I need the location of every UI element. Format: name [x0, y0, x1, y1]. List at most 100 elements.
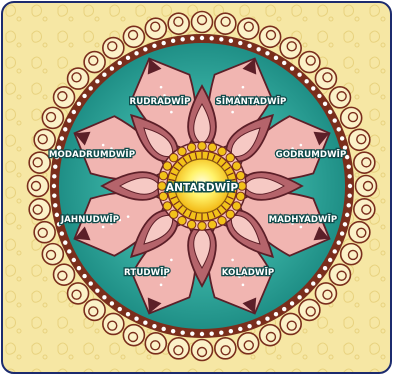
label-antardwip: ANTARDWĪP: [166, 181, 238, 194]
pearl-dot: [89, 281, 93, 285]
pearl-dot: [72, 110, 76, 114]
pearl-dot: [311, 86, 315, 90]
pearl-dot: [200, 36, 204, 40]
petal-dot: [242, 284, 245, 287]
pearl-dot: [219, 331, 223, 335]
pearl-dot: [171, 329, 175, 333]
pearl-dot: [171, 39, 175, 43]
center-bead: [178, 147, 186, 155]
lace-scallop: [145, 18, 166, 39]
lace-scallop: [168, 338, 189, 359]
pearl-dot: [304, 288, 308, 292]
pearl-dot: [333, 118, 337, 122]
lace-scallop: [260, 26, 281, 47]
lace-scallop: [299, 52, 320, 73]
pearl-dot: [343, 222, 347, 226]
label-madhyadwip: MADHYADWĪP: [269, 214, 338, 225]
center-bead: [178, 216, 186, 224]
lace-scallop: [215, 338, 236, 359]
petal-dot: [242, 86, 245, 89]
pearl-dot: [161, 327, 165, 331]
lace-scallop: [54, 264, 75, 285]
petal-dot: [300, 226, 303, 229]
pearl-dot: [274, 56, 278, 60]
center-bead: [187, 220, 195, 228]
petal-dot: [231, 259, 234, 262]
pearl-dot: [63, 240, 67, 244]
petal-dot: [300, 144, 303, 147]
pearl-dot: [304, 79, 308, 83]
center-bead: [208, 143, 216, 151]
pearl-dot: [323, 102, 327, 106]
pearl-dot: [180, 37, 184, 41]
pearl-dot: [323, 266, 327, 270]
pearl-dot: [209, 331, 213, 335]
pearl-dot: [328, 110, 332, 114]
pearl-dot: [328, 258, 332, 262]
pearl-dot: [348, 184, 352, 188]
center-bead: [187, 143, 195, 151]
center-bead: [208, 220, 216, 228]
pearl-dot: [238, 327, 242, 331]
lace-scallop: [68, 68, 89, 89]
pearl-dot: [95, 79, 99, 83]
center-bead: [170, 154, 178, 162]
pearl-dot: [256, 321, 260, 325]
pearl-dot: [180, 331, 184, 335]
petal-dot: [127, 215, 130, 218]
pearl-dot: [126, 56, 130, 60]
lace-scallop: [192, 340, 213, 361]
pearl-dot: [347, 203, 351, 207]
pearl-dot: [52, 193, 56, 197]
pearl-dot: [110, 301, 114, 305]
pearl-dot: [347, 164, 351, 168]
pearl-dot: [311, 281, 315, 285]
lace-scallop: [192, 12, 213, 33]
label-koladwip: KOLADWĪP: [222, 267, 275, 278]
lace-scallop: [29, 152, 50, 173]
pearl-dot: [219, 37, 223, 41]
lace-scallop: [354, 199, 375, 220]
pearl-dot: [161, 41, 165, 45]
pearl-dot: [95, 288, 99, 292]
pearl-dot: [82, 274, 86, 278]
center-bead: [163, 202, 171, 210]
center-bead: [198, 142, 206, 150]
center-bead: [238, 182, 246, 190]
lace-scallop: [34, 129, 55, 150]
center-bead: [218, 147, 226, 155]
lace-scallop: [354, 152, 375, 173]
label-modadrumdwip: MODADRUMDWĪP: [49, 149, 135, 160]
lace-scallop: [68, 283, 89, 304]
pearl-dot: [256, 47, 260, 51]
pearl-dot: [53, 164, 57, 168]
lace-scallop: [145, 333, 166, 354]
lace-scallop: [356, 176, 377, 197]
pearl-dot: [60, 231, 64, 235]
petal-dot: [170, 111, 173, 114]
lace-scallop: [349, 222, 370, 243]
center-bead: [170, 210, 178, 218]
pearl-dot: [282, 61, 286, 65]
pearl-dot: [52, 174, 56, 178]
lace-scallop: [280, 313, 301, 334]
pearl-dot: [340, 231, 344, 235]
pearl-dot: [72, 258, 76, 262]
pearl-dot: [67, 118, 71, 122]
lace-scallop: [123, 325, 144, 346]
pearl-dot: [134, 51, 138, 55]
pearl-dot: [190, 36, 194, 40]
pearl-dot: [152, 324, 156, 328]
lace-scallop: [84, 52, 105, 73]
pearl-dot: [290, 301, 294, 305]
label-godrumdwip: GODRUMDWĪP: [276, 149, 347, 160]
label-jahnudwip: JAHNUDWĪP: [60, 214, 119, 225]
petal-dot: [231, 111, 234, 114]
lace-scallop: [329, 87, 350, 108]
label-rudradwip: RUDRADWĪP: [129, 96, 190, 107]
lace-scallop: [123, 26, 144, 47]
pearl-dot: [152, 44, 156, 48]
pearl-dot: [337, 127, 341, 131]
pearl-dot: [143, 321, 147, 325]
pearl-dot: [247, 44, 251, 48]
